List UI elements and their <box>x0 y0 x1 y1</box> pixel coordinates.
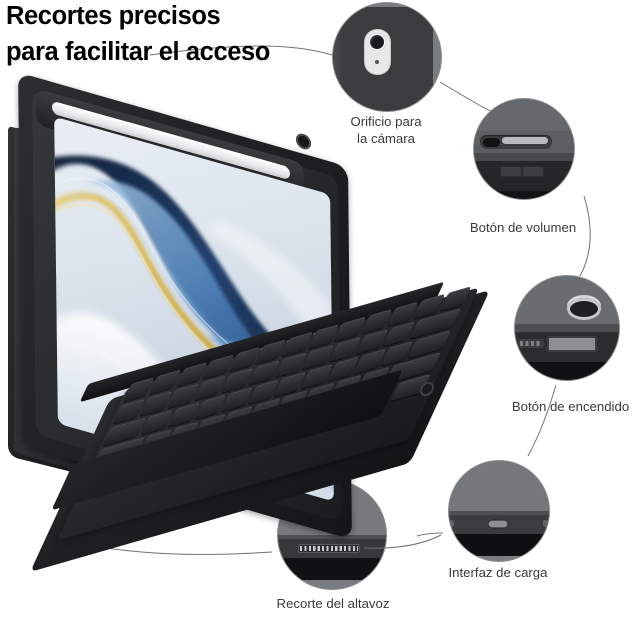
charging-callout-circle <box>448 460 550 562</box>
device-edge <box>449 511 549 516</box>
power-callout-label: Botón de encendido <box>511 399 630 414</box>
camera-lens-housing <box>365 30 390 74</box>
usb-c-cutout <box>487 519 509 529</box>
page-title: Recortes precisos para facilitar el acce… <box>6 0 346 70</box>
camera-label-line-1: Orificio para <box>350 114 422 129</box>
usb-c-port-icon <box>449 461 549 513</box>
smart-connector-pins <box>518 339 544 348</box>
volume-callout-label: Botón de volumen <box>469 220 577 235</box>
stylus-groove-detail <box>480 135 552 149</box>
device-shadow <box>515 362 619 380</box>
case-nub-right <box>543 520 549 527</box>
camera-ring-detail <box>567 298 601 320</box>
charging-callout-label: Interfaz de carga <box>448 565 548 580</box>
volume-button-cutout <box>500 166 544 177</box>
camera-callout-circle <box>332 2 442 112</box>
device-edge <box>515 324 619 333</box>
power-button-cutout <box>547 336 597 352</box>
tablet-keyboard-case-product-photo <box>0 72 490 572</box>
volume-callout-circle <box>473 98 575 200</box>
camera-cutout-hole <box>296 131 311 152</box>
camera-module-icon <box>333 7 433 111</box>
camera-label-line-2: la cámara <box>357 130 415 146</box>
power-callout-circle <box>514 275 620 381</box>
speaker-grille-cutout <box>298 544 360 553</box>
case-nub-left <box>449 520 454 527</box>
headline-line-1: Recortes precisos <box>6 2 221 30</box>
device-shadow <box>278 558 386 580</box>
camera-callout-label: Orificio para la cámara <box>333 114 439 147</box>
speaker-callout-label: Recorte del altavoz <box>276 596 390 611</box>
power-button-icon <box>515 276 619 326</box>
device-shadow <box>474 191 574 199</box>
headline-line-2: para facilitar el acceso <box>6 38 270 66</box>
camera-lens-icon <box>368 32 387 51</box>
device-edge <box>474 153 574 163</box>
device-edge <box>278 535 386 540</box>
device-shadow <box>449 534 549 556</box>
camera-flash-icon <box>375 60 379 64</box>
